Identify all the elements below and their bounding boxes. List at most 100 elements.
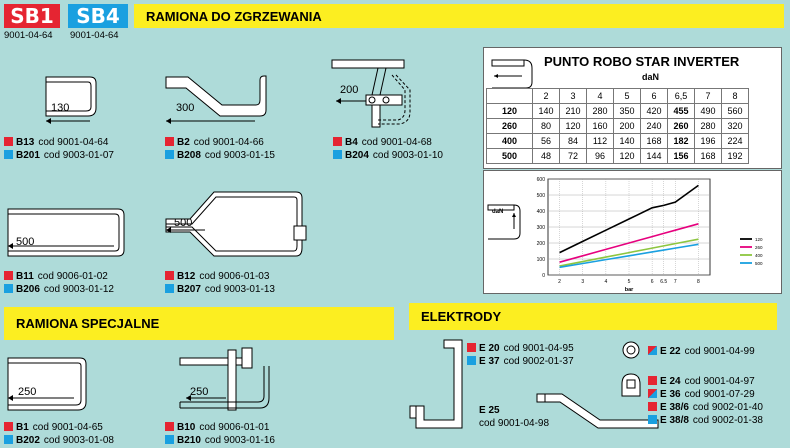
electrode-e22-drawing (622, 341, 640, 359)
chart-xlabel: bar (625, 287, 634, 293)
electrode-e25-name: E 25 (479, 405, 500, 416)
chart-series-400 (559, 238, 699, 267)
force-table: 2 3 4 5 6 6,5 7 8 120 140 210 280 350 42… (486, 88, 749, 164)
arm-b2-drawing (165, 75, 267, 124)
blue-square-icon (648, 415, 657, 424)
blue-square-icon (4, 150, 13, 159)
badge-sb1: SB1 (4, 4, 60, 28)
chart-ytick-label: 100 (537, 257, 546, 263)
arm-b2-dim: 300 (176, 102, 195, 114)
arm-b13-drawing (45, 76, 97, 124)
red-square-icon (165, 271, 174, 280)
force-table-unit: daN (642, 72, 660, 82)
chart-xtick-label: 6.5 (660, 279, 667, 285)
chart-legend-label-400: 400 (755, 253, 763, 258)
red-square-icon (4, 422, 13, 431)
red-blue-square-icon (648, 389, 657, 398)
red-square-icon (648, 376, 657, 385)
arm-b4-drawing (331, 59, 411, 128)
blue-square-icon (467, 356, 476, 365)
section-title-electrodes: ELEKTRODY (409, 303, 777, 330)
arm-b1-drawing (7, 357, 87, 411)
force-table-title: PUNTO ROBO STAR INVERTER (544, 54, 740, 69)
arm-b12-drawing (165, 191, 307, 257)
chart-xtick-label: 6 (651, 279, 654, 285)
code-sb4: 9001-04-64 (70, 30, 119, 41)
table-row: 260 80 120 160 200 240 260 280 320 (486, 118, 749, 134)
chart-xtick-label: 2 (558, 279, 561, 285)
table-row-header: 2 3 4 5 6 6,5 7 8 (486, 88, 749, 104)
blue-square-icon (333, 150, 342, 159)
blue-square-icon (165, 150, 174, 159)
chart-legend-label-120: 120 (755, 237, 763, 242)
chart-ytick-label: 500 (537, 193, 546, 199)
chart-series-500 (559, 243, 699, 269)
table-row: 120 140 210 280 350 420 455 490 560 (486, 103, 749, 119)
red-square-icon (165, 137, 174, 146)
chart-ytick-label: 400 (537, 209, 546, 215)
red-blue-square-icon (648, 346, 657, 355)
electrode-e25-code: cod 9001-04-98 (479, 418, 550, 429)
electrode-e25-drawing (536, 393, 659, 429)
red-square-icon (165, 422, 174, 431)
chart-legend-label-260: 260 (755, 245, 763, 250)
chart-xtick-label: 8 (697, 279, 700, 285)
table-row: 400 56 84 112 140 168 182 196 224 (486, 133, 749, 149)
chart-ytick-label: 0 (542, 273, 545, 279)
red-square-icon (4, 271, 13, 280)
red-square-icon (4, 137, 13, 146)
chart-ytick-label: 600 (537, 177, 546, 183)
chart-ytick-label: 200 (537, 241, 546, 247)
chart-ytick-label: 300 (537, 225, 546, 231)
chart-series-260 (559, 223, 699, 263)
blue-square-icon (4, 284, 13, 293)
chart-xtick-label: 3 (581, 279, 584, 285)
chart-xtick-label: 7 (674, 279, 677, 285)
code-sb1: 9001-04-64 (4, 30, 53, 41)
chart-series-120 (559, 184, 699, 254)
section-title-main: RAMIONA DO ZGRZEWANIA (134, 4, 784, 28)
blue-square-icon (165, 435, 174, 444)
arm-b11-drawing (7, 208, 125, 257)
red-square-icon (648, 402, 657, 411)
blue-square-icon (165, 284, 174, 293)
electrode-e20-drawing (409, 339, 463, 429)
arm-b1-dim: 250 (18, 386, 37, 398)
arm-b10-dim: 250 (190, 386, 209, 398)
arm-b13-dim: 130 (51, 102, 70, 114)
arm-b4-dim: 200 (340, 84, 359, 96)
blue-square-icon (4, 435, 13, 444)
red-square-icon (333, 137, 342, 146)
force-table-panel: PUNTO ROBO STAR INVERTER daN 2 3 4 5 6 6… (483, 47, 782, 169)
chart-legend-label-500: 500 (755, 261, 763, 266)
arm-b11-dim: 500 (16, 236, 35, 248)
arm-b12-dim: 500 (174, 217, 193, 229)
table-row: 500 48 72 96 120 144 156 168 192 (486, 148, 749, 164)
chart-inset-drawing (487, 204, 521, 240)
red-square-icon (467, 343, 476, 352)
chart-xtick-label: 5 (628, 279, 631, 285)
arm-b10-drawing (179, 347, 270, 411)
